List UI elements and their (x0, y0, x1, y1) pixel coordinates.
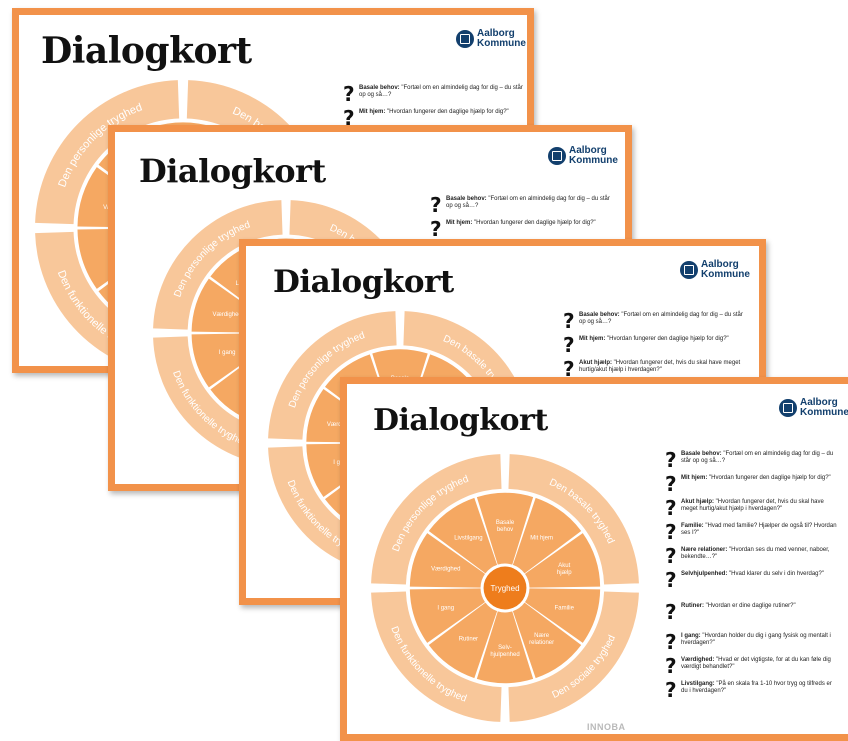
question-mark-icon: ? (563, 309, 575, 333)
aalborg-logo: Aalborg Kommune (779, 398, 848, 418)
question-item: ?Basale behov: "Fortæl om en almindelig … (563, 309, 743, 333)
question-mark-icon: ? (343, 82, 355, 106)
outer-ring-segment (371, 591, 502, 722)
question-item: ?Nære relationer: "Hvordan ses du med ve… (665, 544, 830, 568)
question-item: ?Livstilgang: "På en skala fra 1-10 hvor… (665, 678, 832, 702)
question-mark-icon: ? (343, 106, 355, 130)
question-item: ?Mit hjem: "Hvordan fungerer den daglige… (430, 217, 596, 241)
question-item: ?Selvhjulpenhed: "Hvad klarer du selv i … (665, 568, 824, 592)
question-mark-icon: ? (563, 333, 575, 357)
question-item: ?Rutiner: "Hvordan er dine daglige rutin… (665, 600, 796, 624)
question-list: ?Basale behov: "Fortæl om en almindelig … (665, 448, 840, 705)
wheel-segment (512, 602, 582, 679)
wheel-segment (512, 497, 582, 574)
wheel-segment-label: Værdighed (212, 312, 241, 318)
question-mark-icon: ? (665, 472, 677, 496)
question-mark-icon: ? (665, 600, 677, 624)
wheel-segment (524, 588, 601, 643)
question-mark-icon: ? (665, 520, 677, 544)
crest-icon (779, 399, 797, 417)
wheel-segment-label: Familie (555, 605, 575, 611)
question-mark-icon: ? (430, 193, 442, 217)
question-mark-icon: ? (665, 630, 677, 654)
question-mark-icon: ? (665, 568, 677, 592)
wheel-segment-label: Mit hjem (530, 536, 553, 542)
wheel-segment-label: Livstilgang (454, 536, 482, 542)
aalborg-logo: Aalborg Kommune (680, 260, 750, 280)
outer-ring-segment (268, 311, 397, 440)
wheel-segment-label: I gang (437, 605, 454, 611)
wheel-segment (428, 497, 498, 574)
wheel-center (483, 566, 527, 610)
wheel-segment (409, 588, 486, 643)
question-mark-icon: ? (665, 678, 677, 702)
question-mark-icon: ? (665, 654, 677, 678)
question-item: ?Basale behov: "Fortæl om en almindelig … (665, 448, 834, 472)
question-item: ?Værdighed: "Hvad er det vigtigste, for … (665, 654, 831, 678)
wheel-segment-label: behov (497, 527, 513, 533)
question-item: ?Familie: "Hvad med familie? Hjælper de … (665, 520, 837, 544)
wheel-segment-label: Nære (534, 633, 550, 639)
question-item: ?Mit hjem: "Hvordan fungerer den daglige… (665, 472, 831, 496)
outer-ring-segment (371, 454, 502, 585)
question-item: ?Basale behov: "Fortæl om en almindelig … (430, 193, 610, 217)
wheel-center-label: Tryghed (490, 584, 519, 593)
question-list: ?Basale behov: "Fortæl om en almindelig … (343, 82, 523, 133)
question-mark-icon: ? (665, 544, 677, 568)
question-item: ?I gang: "Hvordan holder du dig i gang f… (665, 630, 831, 654)
wheel-segment-label: Akut (558, 563, 570, 569)
footer-brand: INNOBA (587, 722, 626, 732)
wheel-segment (428, 602, 498, 679)
wheel-segment (409, 533, 486, 588)
wheel-segment (476, 492, 534, 565)
aalborg-logo: Aalborg Kommune (456, 29, 526, 49)
outer-ring-segment (508, 591, 639, 722)
card-title: Dialogkort (373, 403, 548, 438)
crest-icon (456, 30, 474, 48)
outer-ring-segment (153, 200, 283, 330)
wheel-segment-label: I gang (219, 350, 236, 356)
card-title: Dialogkort (273, 264, 454, 300)
question-mark-icon: ? (665, 448, 677, 472)
question-item: ?Mit hjem: "Hvordan fungerer den daglige… (563, 333, 729, 357)
wheel-segment-label: hjælp (557, 570, 572, 576)
wheel-segment-label: Selv- (498, 645, 512, 651)
wheel-segment-label: Værdighed (431, 567, 460, 573)
wheel-segment-label: Rutiner (459, 636, 478, 642)
question-item: ?Mit hjem: "Hvordan fungerer den daglige… (343, 106, 509, 130)
question-item: ?Basale behov: "Fortæl om en almindelig … (343, 82, 523, 106)
question-mark-icon: ? (430, 217, 442, 241)
question-item: ?Akut hjælp: "Hvordan fungerer det, hvis… (665, 496, 824, 520)
outer-ring-segment (508, 454, 639, 585)
wheel-segment (524, 533, 601, 588)
question-mark-icon: ? (665, 496, 677, 520)
wheel-segment-label: Basale (496, 520, 515, 526)
wheel-segment-label: hjulpenhed (490, 652, 519, 658)
aalborg-logo: Aalborg Kommune (548, 146, 618, 166)
crest-icon (680, 261, 698, 279)
card-title: Dialogkort (41, 30, 252, 72)
question-list: ?Basale behov: "Fortæl om en almindelig … (563, 309, 748, 384)
question-mark-icon: ? (563, 357, 575, 381)
outer-ring-segment (35, 80, 180, 225)
wheel-segment-label: relationer (529, 640, 554, 646)
question-item: ?Akut hjælp: "Hvordan fungerer det, hvis… (563, 357, 741, 381)
wheel-segment (476, 611, 534, 684)
crest-icon (548, 147, 566, 165)
dialog-card-4: Dialogkort Aalborg Kommune Den basale tr… (340, 377, 848, 741)
card-title: Dialogkort (139, 152, 326, 190)
question-list: ?Basale behov: "Fortæl om en almindelig … (430, 193, 610, 244)
